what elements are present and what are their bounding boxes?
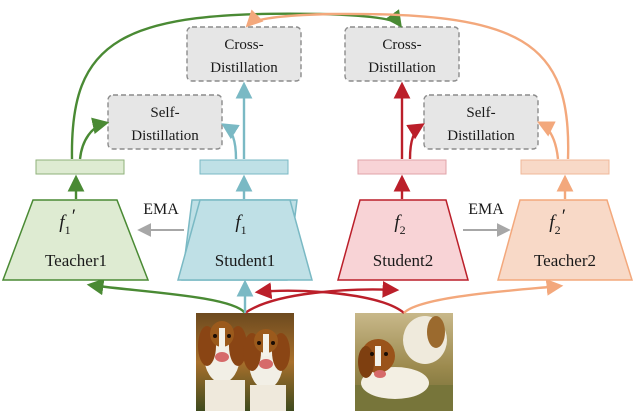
svg-text:Distillation: Distillation [368, 60, 436, 76]
student1-subscript: 1 [241, 223, 247, 237]
student1-symbol: f [235, 212, 243, 233]
student2-symbol: f [394, 212, 402, 233]
svg-text:Distillation: Distillation [210, 60, 278, 76]
teacher1-prime: ′ [71, 206, 76, 227]
self-distillation-right: Self- Distillation [423, 94, 539, 150]
cross-distillation-left: Cross- Distillation [186, 26, 302, 82]
student2-to-self-distillation-arrow [406, 123, 425, 160]
arrow-view1-to-teacher1 [86, 278, 246, 314]
svg-text:Self-: Self- [466, 105, 495, 121]
teacher2-model: f2′ Teacher2 [497, 199, 634, 281]
teacher2-label: Teacher2 [534, 251, 596, 270]
svg-text:Distillation: Distillation [131, 128, 199, 144]
cross-distillation-right: Cross- Distillation [344, 26, 460, 82]
teacher1-model: f1′ Teacher1 [1, 199, 150, 281]
teacher2-feature-bar [520, 159, 610, 175]
ema-label-right: EMA [468, 201, 504, 218]
student2-subscript: 2 [400, 223, 406, 237]
svg-text:Distillation: Distillation [447, 128, 515, 144]
svg-text:Cross-: Cross- [382, 37, 421, 53]
teacher2-to-self-distillation-arrow [536, 121, 560, 160]
teacher2-prime: ′ [561, 206, 566, 227]
input-image-view2 [355, 313, 453, 411]
teacher1-subscript: 1 [65, 223, 71, 237]
student1-label: Student1 [215, 251, 275, 270]
arrow-view2-to-student1 [254, 282, 405, 314]
svg-text:Self-: Self- [150, 105, 179, 121]
arrow-view2-to-teacher2 [403, 278, 564, 314]
teacher1-to-cross-distillation-arrow [70, 9, 402, 160]
teacher1-feature-bar [35, 159, 125, 175]
teacher2-symbol: f [549, 212, 557, 233]
svg-text:f2′: f2′ [549, 206, 565, 237]
svg-text:f2: f2 [394, 212, 405, 237]
input-image-view1 [196, 313, 294, 411]
student1-to-self-distillation-arrow [221, 123, 240, 160]
student2-label: Student2 [373, 251, 433, 270]
student1-feature-bar [199, 159, 289, 175]
teacher1-label: Teacher1 [45, 251, 107, 270]
arrow-view1-to-student2 [244, 281, 400, 314]
teacher1-symbol: f [59, 212, 67, 233]
student1-model: f1 Student1 [177, 199, 313, 281]
teacher1-to-self-distillation-arrow [78, 117, 110, 160]
ema-label-left: EMA [143, 201, 179, 218]
student2-model: f2 Student2 [337, 199, 469, 281]
svg-text:f1: f1 [235, 212, 246, 237]
teacher2-to-cross-distillation-arrow [245, 9, 570, 160]
self-distillation-left: Self- Distillation [107, 94, 223, 150]
teacher2-subscript: 2 [555, 223, 561, 237]
svg-text:Cross-: Cross- [224, 37, 263, 53]
svg-text:f1′: f1′ [59, 206, 75, 237]
student2-feature-bar [357, 159, 447, 175]
